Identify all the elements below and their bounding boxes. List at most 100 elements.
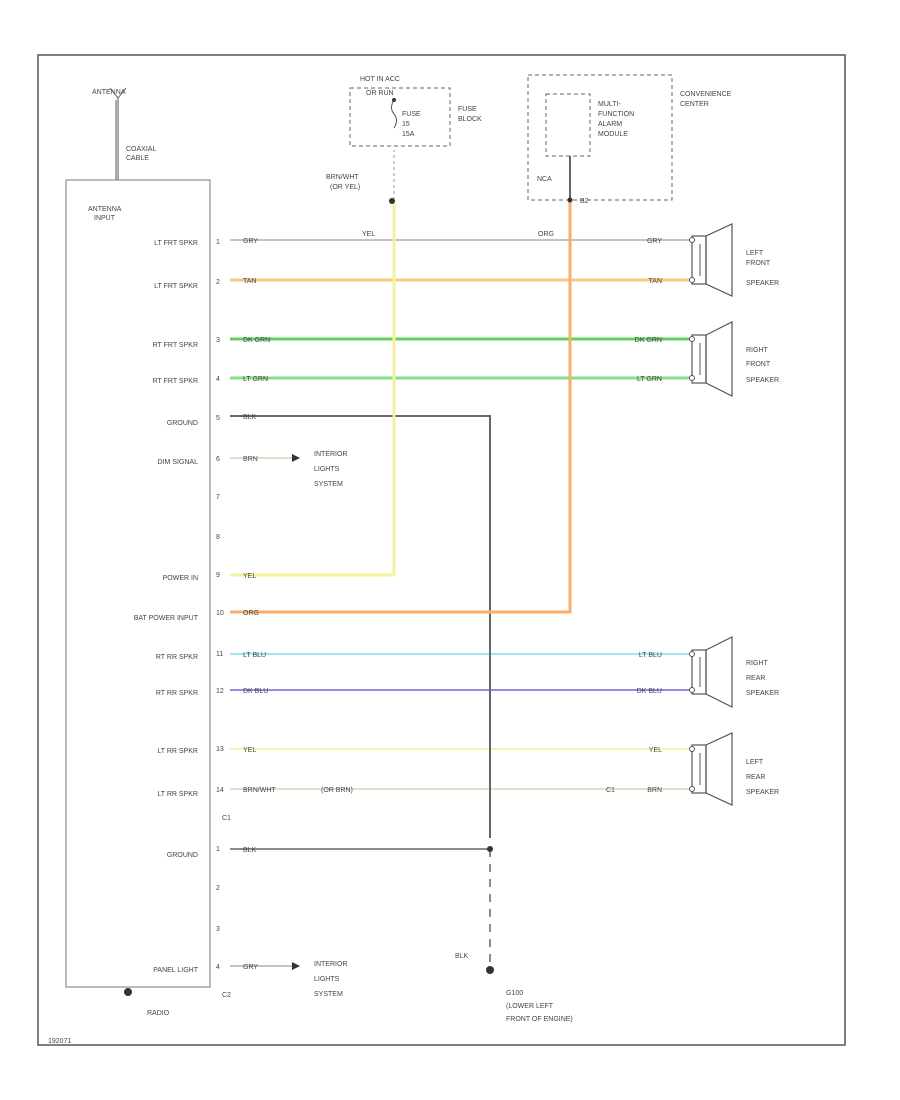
wire-label: GRY (647, 238, 662, 245)
pin-label: PANEL LIGHT (153, 967, 198, 974)
wire-label: GRY (243, 964, 258, 971)
pin-number: 4 (216, 964, 220, 971)
ground-splice (487, 846, 493, 852)
module-label-1: MULTI- (598, 101, 621, 108)
mid-label-brn: (OR BRN) (321, 787, 353, 794)
wire-label: DK BLU (243, 688, 268, 695)
wire-label: BRN/WHT (243, 787, 276, 794)
pin-label: GROUND (167, 852, 198, 859)
connector-c1: C1 (222, 815, 231, 822)
interior-lights-label: INTERIOR (314, 451, 347, 458)
wire-label: BLK (243, 414, 257, 421)
speaker-label: REAR (746, 675, 765, 682)
pin-number: 4 (216, 376, 220, 383)
module-connector (567, 197, 573, 203)
wire-labels-right: GRY TAN DK GRN LT GRN LT BLU DK BLU YEL … (635, 238, 663, 794)
wire-label: DK GRN (635, 337, 662, 344)
figure-id: 192071 (48, 1038, 71, 1045)
speaker-label: RIGHT (746, 347, 769, 354)
fuse-connector (389, 198, 395, 204)
speaker-icon (689, 223, 733, 297)
alarm-module-box (545, 93, 591, 157)
wire-label: TAN (243, 278, 256, 285)
fuse-label-1: FUSE (402, 111, 421, 118)
fuse-title-1: HOT IN ACC (360, 76, 400, 83)
module-label-3: ALARM (598, 121, 622, 128)
wire-label: GRY (243, 238, 258, 245)
pin-label: DIM SIGNAL (158, 459, 199, 466)
pin-label: RT RR SPKR (156, 654, 198, 661)
wire-label: LT BLU (639, 652, 662, 659)
speaker-label: FRONT (746, 361, 771, 368)
radio-case-ground (124, 988, 132, 996)
wire-org-bat (230, 202, 572, 614)
pin-number: 1 (216, 239, 220, 246)
ground-wire-label: BLK (455, 953, 469, 960)
ground-location-2: FRONT OF ENGINE) (506, 1016, 573, 1023)
pin-number: 12 (216, 688, 224, 695)
pin-number: 10 (216, 610, 224, 617)
pin-label: BAT POWER INPUT (134, 615, 199, 622)
wire-label: ORG (243, 610, 259, 617)
antenna-label: ANTENNA (92, 89, 126, 96)
pin-number: 11 (216, 651, 223, 658)
pin-number: 6 (216, 456, 220, 463)
interior-lights-label: LIGHTS (314, 466, 340, 473)
speaker-label: RIGHT (746, 660, 769, 667)
fuse-block-name-1: FUSE (458, 106, 477, 113)
wire-label: LT GRN (637, 376, 662, 383)
pin-number: 8 (216, 534, 220, 541)
fuse-wire-label-1: BRN/WHT (326, 174, 359, 181)
wire-label: LT GRN (243, 376, 268, 383)
cable-label: CABLE (126, 155, 149, 162)
wire-label: YEL (243, 747, 256, 754)
pin-label: POWER IN (163, 575, 198, 582)
fuse-title-2: OR RUN (366, 90, 394, 97)
pin-label: LT RR SPKR (157, 748, 198, 755)
fuse-label-3: 15A (402, 131, 415, 138)
pin-number: 3 (216, 926, 220, 933)
pin-number: 2 (216, 885, 220, 892)
pin-label: LT FRT SPKR (154, 283, 198, 290)
wire-label: DK BLU (637, 688, 662, 695)
interior-lights-label: SYSTEM (314, 991, 343, 998)
wire-labels-left: GRY TAN DK GRN LT GRN BLK BRN YEL ORG LT… (243, 238, 276, 971)
pin-label: RT FRT SPKR (153, 378, 198, 385)
wire-label: BLK (243, 847, 257, 854)
pin-label: RT FRT SPKR (153, 342, 198, 349)
speaker-label: REAR (746, 774, 765, 781)
mid-label-yel: YEL (362, 231, 375, 238)
wire-label: YEL (649, 747, 662, 754)
connector-c2: C2 (222, 992, 231, 999)
coaxial-label: COAXIAL (126, 146, 156, 153)
fuse-block-box (349, 87, 451, 147)
ground-name: G100 (506, 990, 523, 997)
radio-name: RADIO (147, 1010, 170, 1017)
ground-point-g100 (486, 966, 494, 974)
speaker-label: LEFT (746, 250, 764, 257)
mid-label-c1: C1 (606, 787, 615, 794)
pin-number: 7 (216, 494, 220, 501)
speaker-icon (689, 321, 733, 397)
pin-label: GROUND (167, 420, 198, 427)
wire-label: LT BLU (243, 652, 266, 659)
antenna-icon (109, 87, 127, 180)
module-label-2: FUNCTION (598, 111, 634, 118)
fuse-block-name-2: BLOCK (458, 116, 482, 123)
wire-label: YEL (243, 573, 256, 580)
speaker-label: FRONT (746, 260, 771, 267)
speaker-icon (689, 732, 733, 806)
speaker-label: SPEAKER (746, 789, 779, 796)
wire-yel-power (230, 200, 396, 577)
pin-number: 14 (216, 787, 224, 794)
convenience-center-box (527, 74, 673, 201)
fuse-wire-label-2: (OR YEL) (330, 184, 360, 191)
arrow-dim-signal (292, 454, 300, 462)
diagram-frame (37, 54, 846, 1046)
wire-label: BRN (647, 787, 662, 794)
pin-label: LT FRT SPKR (154, 240, 198, 247)
pin-number: 9 (216, 572, 220, 579)
fuse-label-2: 15 (402, 121, 410, 128)
pin-number: 2 (216, 279, 220, 286)
ground-location-1: (LOWER LEFT (506, 1003, 554, 1010)
